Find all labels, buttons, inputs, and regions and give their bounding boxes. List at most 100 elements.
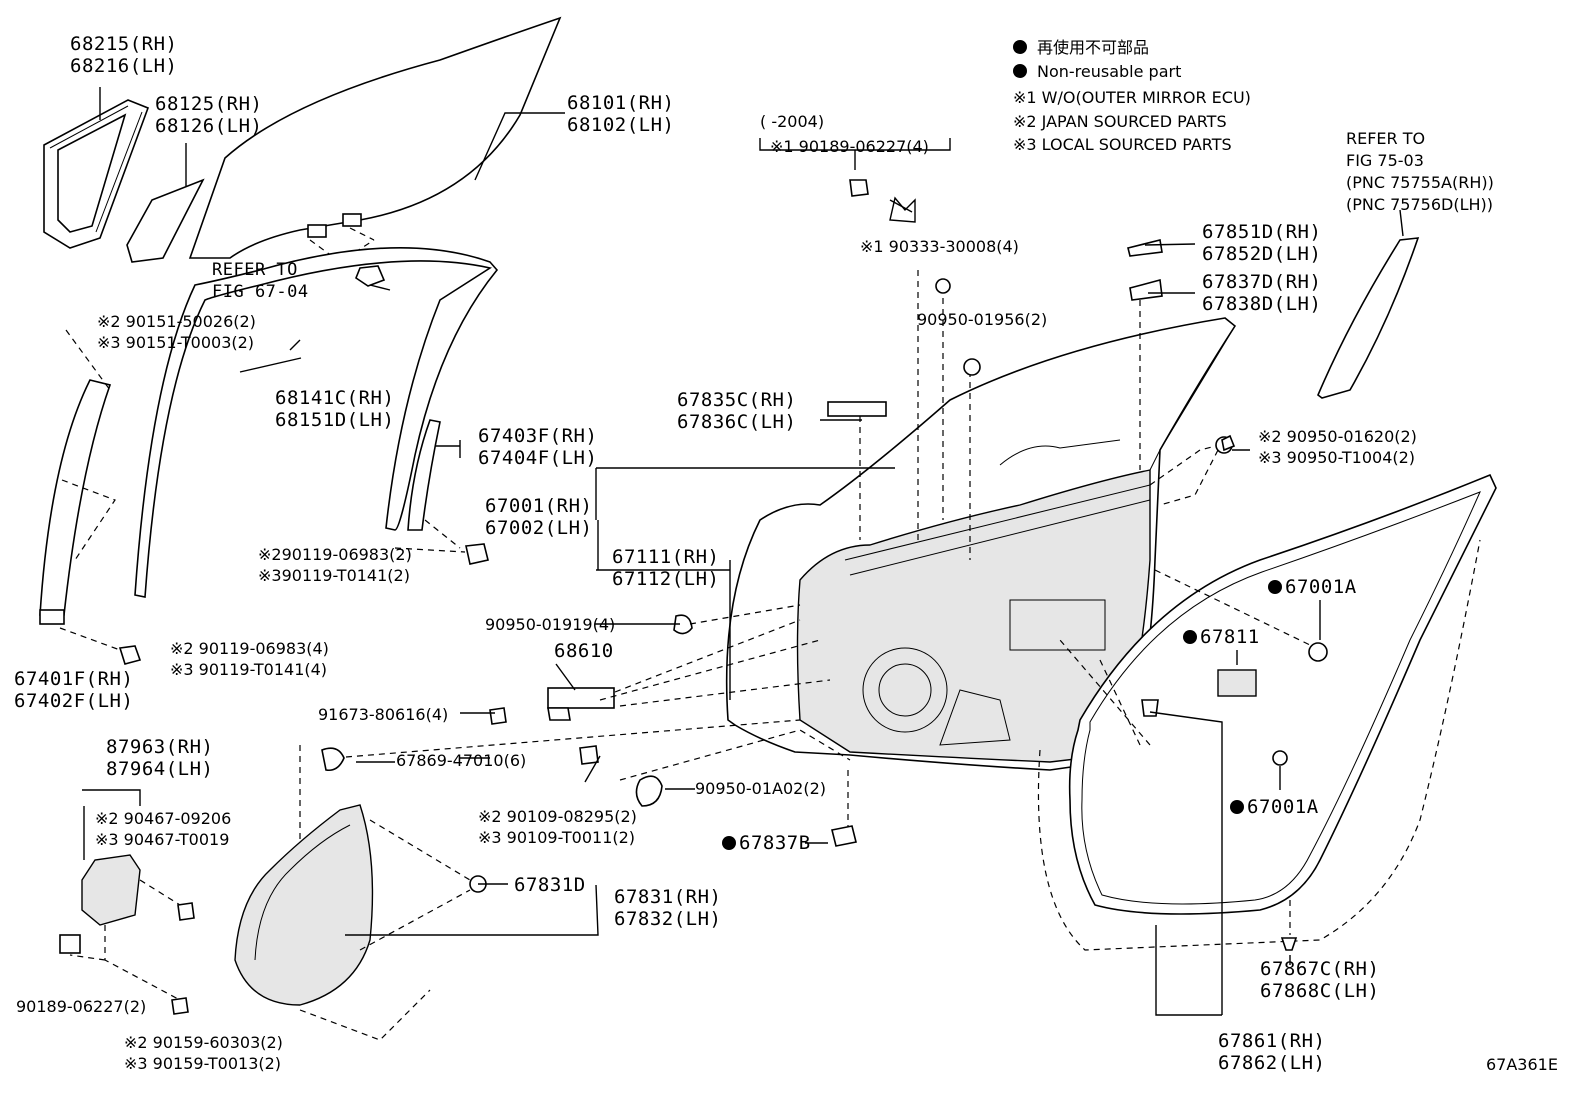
label-90159: ※2 90159-60303(2) ※3 90159-T0013(2) <box>124 1032 283 1074</box>
weatherstrip-67861 <box>1068 473 1497 915</box>
pn: ※3 90151-T0003(2) <box>97 333 255 352</box>
pn: 67831(RH) <box>614 886 722 908</box>
label-90333: ※1 90333-30008(4) <box>860 237 1019 256</box>
dot-icon <box>1013 40 1027 54</box>
label-67861: 67861(RH)67862(LH) <box>1218 1030 1325 1074</box>
pn: ※3 90467-T0019 <box>95 830 230 849</box>
dot-icon <box>1013 64 1027 78</box>
mirror-garnish <box>1317 237 1420 399</box>
date-range: ( -2004) <box>760 112 825 131</box>
pn: 68126(LH) <box>155 115 263 137</box>
pn: 87964(LH) <box>106 758 214 780</box>
quarter-window-frame <box>43 99 150 249</box>
pn: 67001(RH) <box>485 495 593 517</box>
pn: 68125(RH) <box>155 93 263 115</box>
dot-icon <box>1230 800 1244 814</box>
label-67111: 67111(RH)67112(LH) <box>612 546 719 590</box>
pn: 67851D(RH) <box>1202 221 1322 243</box>
pn: ※2 90109-08295(2) <box>478 807 637 826</box>
pn: 68141C(RH) <box>275 387 395 409</box>
pn: ※3 90159-T0013(2) <box>124 1054 282 1073</box>
pn: ※3 90109-T0011(2) <box>478 828 636 847</box>
pn: 67112(LH) <box>612 568 720 590</box>
label-90119-b: ※2 90119-06983(4)※3 90119-T0141(4) <box>170 638 329 680</box>
label-67001: 67001(RH)67002(LH) <box>485 495 592 539</box>
label-90189-top: ※1 90189-06227(4) <box>770 137 929 156</box>
pn: 87963(RH) <box>106 736 214 758</box>
pn: 68102(LH) <box>567 114 675 136</box>
pn: 67852D(LH) <box>1202 243 1322 265</box>
label-90950-01919: 90950-01919(4) <box>485 615 616 634</box>
legend-ja: 再使用不可部品 <box>1013 38 1149 58</box>
figure-id: 67A361E <box>1486 1055 1558 1074</box>
pn: ※2 90159-60303(2) <box>124 1033 283 1052</box>
label-90950-01a02: 90950-01A02(2) <box>695 779 826 798</box>
label-68215: 68215(RH)68216(LH) <box>70 33 177 77</box>
pn: 67838D(LH) <box>1202 293 1322 315</box>
pn: ※390119-T0141(2) <box>258 566 410 585</box>
ecu-87963 <box>81 854 141 926</box>
legend-note3: ※3 LOCAL SOURCED PARTS <box>1013 135 1232 154</box>
pn: ※3 90950-T1004(2) <box>1258 448 1416 467</box>
pn: ※2 90151-50026(2) <box>97 312 256 331</box>
label-67811: 67811 <box>1183 626 1260 648</box>
legend-note1: ※1 W/O(OUTER MIRROR ECU) <box>1013 88 1251 107</box>
label-90119-a: ※290119-06983(2) ※390119-T0141(2) <box>258 544 412 586</box>
pn: 67402F(LH) <box>14 690 134 712</box>
label-90950-01620: ※2 90950-01620(2) ※3 90950-T1004(2) <box>1258 426 1417 468</box>
pn: 67832(LH) <box>614 908 722 930</box>
legend-note2: ※2 JAPAN SOURCED PARTS <box>1013 112 1227 131</box>
pn: 67002(LH) <box>485 517 593 539</box>
pn: 68151D(LH) <box>275 409 395 431</box>
refer-line: (PNC 75755A(RH)) <box>1346 173 1494 192</box>
pn: 67861(RH) <box>1218 1030 1326 1052</box>
division-bar-67403 <box>407 419 441 531</box>
pn: 67862(LH) <box>1218 1052 1326 1074</box>
refer-line: FIG 67-04 <box>212 282 309 302</box>
pn: 67401F(RH) <box>14 668 134 690</box>
label-67837b: 67837B <box>722 832 811 854</box>
label-90109: ※2 90109-08295(2) ※3 90109-T0011(2) <box>478 806 637 848</box>
run-channel-68141 <box>134 246 499 598</box>
pn: 67867C(RH) <box>1260 958 1380 980</box>
refer-line: FIG 75-03 <box>1346 151 1424 170</box>
dot-icon <box>722 836 736 850</box>
refer-75-03: REFER TO FIG 75-03 (PNC 75755A(RH)) (PNC… <box>1346 128 1494 216</box>
pn: 68216(LH) <box>70 55 178 77</box>
label-68101: 68101(RH)68102(LH) <box>567 92 674 136</box>
refer-67-04: REFER TO FIG 67-04 <box>212 259 309 303</box>
pn: ※290119-06983(2) <box>258 545 412 564</box>
door-panel <box>725 317 1237 771</box>
label-67831: 67831(RH)67832(LH) <box>614 886 721 930</box>
label-67831d: 67831D <box>514 874 586 896</box>
pn: 68101(RH) <box>567 92 675 114</box>
dot-icon <box>1268 580 1282 594</box>
label-87963: 87963(RH)87964(LH) <box>106 736 213 780</box>
division-bar-67401 <box>39 379 112 616</box>
label-67837d: 67837D(RH)67838D(LH) <box>1202 271 1321 315</box>
label-91673: 91673-80616(4) <box>318 705 449 724</box>
label-67835: 67835C(RH)67836C(LH) <box>677 389 796 433</box>
pn: 67836C(LH) <box>677 411 797 433</box>
refer-line: REFER TO <box>212 260 298 280</box>
label-67401: 67401F(RH)67402F(LH) <box>14 668 133 712</box>
glass-clips <box>307 213 386 287</box>
pn: 67111(RH) <box>612 546 720 568</box>
refer-line: (PNC 75756D(LH)) <box>1346 195 1494 214</box>
label-67851: 67851D(RH)67852D(LH) <box>1202 221 1321 265</box>
pn: ※2 90950-01620(2) <box>1258 427 1417 446</box>
label-67001a-top: 67001A <box>1268 576 1357 598</box>
label-67001a-bottom: 67001A <box>1230 796 1319 818</box>
label-90950-01956: 90950-01956(2) <box>917 310 1048 329</box>
pn: 68215(RH) <box>70 33 178 55</box>
pn: ※2 90119-06983(4) <box>170 639 329 658</box>
label-90189-bottom: 90189-06227(2) <box>16 997 147 1016</box>
label-68141: 68141C(RH)68151D(LH) <box>275 387 394 431</box>
label-90467: ※2 90467-09206※3 90467-T0019 <box>95 808 231 850</box>
label-68610: 68610 <box>554 640 614 662</box>
door-glass-68101 <box>188 16 562 259</box>
label-90151: ※2 90151-50026(2) ※3 90151-T0003(2) <box>97 311 256 353</box>
label-68125: 68125(RH)68126(LH) <box>155 93 262 137</box>
